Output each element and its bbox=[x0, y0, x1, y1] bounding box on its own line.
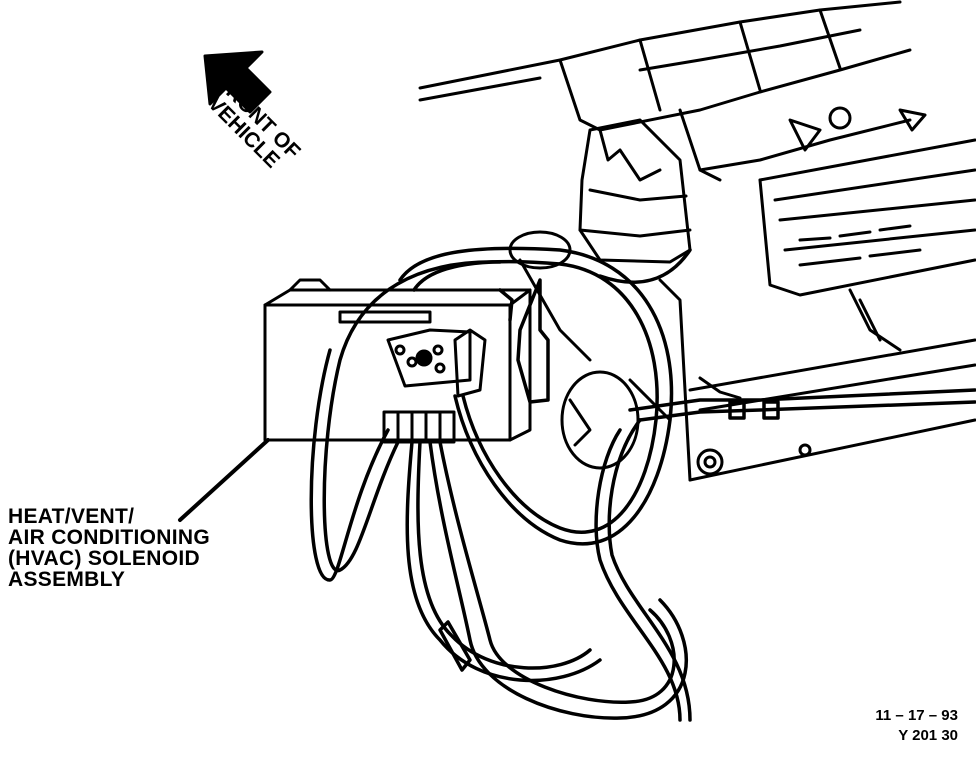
callout-leader-line bbox=[178, 438, 270, 522]
callout-line-3: (HVAC) SOLENOID bbox=[8, 547, 200, 570]
callout-line-2: AIR CONDITIONING bbox=[8, 526, 210, 549]
callout-line-1: HEAT/VENT/ bbox=[8, 505, 135, 528]
solenoid-assembly bbox=[382, 328, 487, 444]
front-direction-arrow-icon bbox=[203, 50, 272, 114]
vacuum-hoses bbox=[309, 246, 976, 722]
callout-line-4: ASSEMBLY bbox=[8, 568, 126, 591]
figure-stamp: 11 – 17 – 93 Y 201 30 bbox=[875, 706, 958, 746]
figure-date: 11 – 17 – 93 bbox=[875, 707, 958, 724]
instrument-panel-outline bbox=[418, 0, 976, 482]
hvac-module-housing bbox=[263, 278, 532, 442]
figure-code: Y 201 30 bbox=[898, 727, 958, 744]
hvac-solenoid-callout: HEAT/VENT/ AIR CONDITIONING (HVAC) SOLEN… bbox=[8, 506, 210, 590]
